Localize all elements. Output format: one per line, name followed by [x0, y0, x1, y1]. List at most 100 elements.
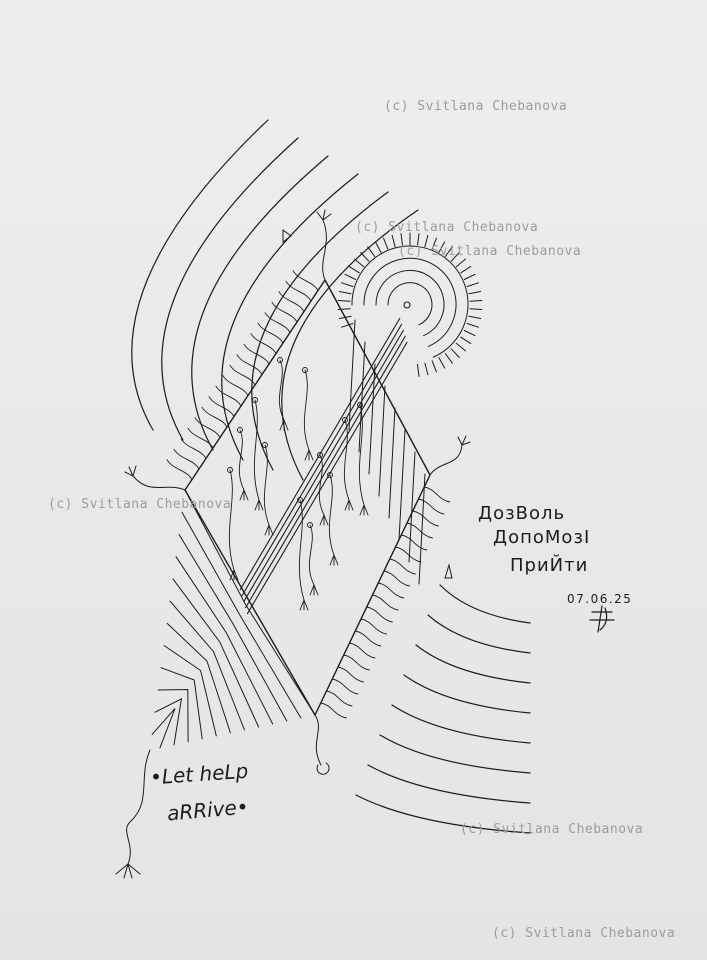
arc-line — [379, 734, 531, 774]
fringe-line — [236, 354, 263, 375]
sun-ray — [431, 237, 437, 250]
tassel-mark — [309, 584, 319, 596]
right-arc-lines — [355, 584, 531, 834]
arc-line — [367, 764, 531, 804]
ukrainian-caption-line: ПриЙти — [510, 555, 589, 576]
fringe-line — [366, 606, 393, 623]
tassel-mark — [299, 599, 309, 611]
drawing-date: 07.06.25 — [567, 592, 633, 606]
fringe-line — [377, 582, 405, 599]
fringe-line — [243, 343, 270, 365]
sun-ray — [341, 323, 354, 328]
sun-ray — [337, 308, 351, 310]
sun-ray — [338, 315, 352, 319]
fringe-line — [383, 570, 410, 587]
band-line — [239, 317, 401, 591]
small-triangle — [282, 229, 292, 243]
sun-ray — [460, 336, 472, 345]
corner-tassel — [124, 465, 186, 491]
sun-ray — [460, 265, 472, 274]
fringe-line — [389, 558, 416, 575]
left-arc-lines — [131, 119, 419, 481]
sun-ray — [354, 258, 365, 268]
fringe-line — [326, 690, 353, 707]
sun-ray — [417, 233, 420, 246]
chevron-line — [169, 600, 245, 731]
sun-ray — [438, 241, 446, 253]
chevron-line — [157, 688, 189, 743]
chevron-line — [172, 578, 260, 728]
vertical-stripe — [418, 473, 426, 585]
sun-ray — [469, 300, 483, 302]
sun-ray — [463, 273, 476, 280]
sun-ray — [468, 291, 482, 295]
fringe-line — [354, 630, 382, 647]
sun-ray — [424, 362, 429, 376]
watermark-text: (c) Svitlana Chebanova — [492, 926, 676, 941]
chevron-line — [166, 622, 231, 734]
tassel-mark — [359, 504, 369, 516]
sun-arc — [375, 269, 445, 337]
fringe-line — [418, 498, 445, 515]
fringe-line — [406, 522, 433, 539]
fringe-line — [285, 280, 312, 302]
band-line — [244, 335, 406, 609]
watermark-text: (c) Svitlana Chebanova — [460, 822, 644, 837]
bead-mark — [307, 522, 313, 528]
fringe-line — [250, 333, 277, 354]
fringe-line — [292, 270, 319, 291]
vertical-stripe — [398, 429, 406, 541]
fringe-line — [194, 417, 221, 438]
arc-line — [191, 155, 329, 451]
sun-ray — [450, 252, 460, 262]
arc-line — [427, 614, 531, 654]
fringe-line — [423, 486, 451, 503]
fringe-line — [187, 427, 214, 449]
sun-ray — [466, 323, 479, 328]
sun-ray — [391, 234, 396, 248]
sun-ray — [444, 353, 453, 364]
vertical-stripe — [378, 385, 386, 497]
fringe-line — [222, 375, 249, 396]
sun-arc — [363, 257, 457, 347]
tassel-mark — [239, 489, 249, 501]
sun-ray — [400, 233, 403, 246]
sun-ray — [438, 357, 446, 369]
sun-ray — [338, 291, 352, 295]
fringe-line — [257, 322, 284, 344]
tassel-mark — [264, 524, 274, 536]
tassel-mark — [329, 554, 339, 566]
tassel-mark — [304, 449, 314, 461]
fringe-line — [412, 510, 439, 527]
nested-chevron-lines — [151, 319, 426, 749]
diagonal-band — [239, 301, 411, 615]
watermark-text: (c) Svitlana Chebanova — [398, 244, 582, 259]
sun-icon — [337, 232, 483, 377]
sun-ray — [344, 273, 357, 280]
band-line — [246, 341, 408, 615]
strand-line — [298, 499, 305, 601]
sun-ray — [360, 252, 370, 262]
tassel-mark — [344, 499, 354, 511]
tassel-mark — [254, 499, 264, 511]
arc-line — [355, 794, 531, 834]
corner-tassel — [429, 435, 471, 476]
strand-line — [228, 469, 235, 571]
band-line — [243, 329, 405, 603]
wavy-fringe-lines — [166, 270, 451, 719]
fringe-line — [349, 642, 376, 659]
watermark-text: (c) Svitlana Chebanova — [384, 99, 568, 114]
signature-mark-icon — [589, 605, 615, 633]
sun-ray — [450, 348, 460, 358]
fringe-line — [215, 385, 242, 407]
fringe-line — [229, 364, 256, 386]
fringe-line — [271, 301, 298, 323]
fringe-line — [395, 546, 422, 563]
strand-line — [263, 444, 270, 526]
corner-details — [115, 209, 471, 879]
strand-line — [238, 429, 245, 491]
arc-line — [251, 191, 389, 471]
chevron-line — [175, 556, 274, 725]
